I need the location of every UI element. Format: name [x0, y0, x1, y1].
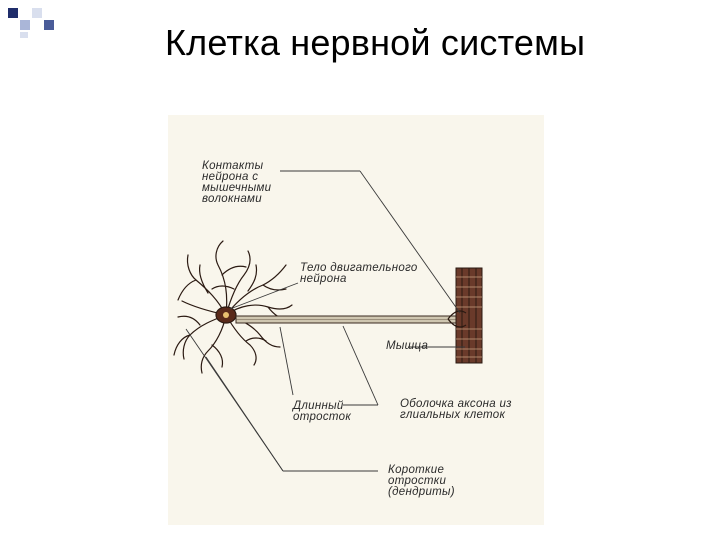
label-short-processes: Короткие отростки (дендриты) [388, 464, 455, 498]
label-long-process: Длинный отросток [293, 400, 352, 423]
axon [235, 315, 457, 324]
label-axon-sheath: Оболочка аксона из глиальных клеток [400, 398, 512, 421]
neuron-figure: Контакты нейрона с мышечными волокнами Т… [168, 115, 544, 525]
label-motor-neuron-body: Тело двигательного нейрона [300, 262, 418, 285]
cell-nucleus [223, 312, 229, 318]
corner-squares-decoration [8, 8, 54, 38]
dendrites [173, 240, 293, 374]
label-muscle: Мышца [386, 340, 429, 352]
slide-title: Клетка нервной системы [165, 22, 586, 63]
leader-lines [185, 170, 465, 472]
neuron-diagram [173, 170, 483, 472]
label-muscle-contacts: Контакты нейрона с мышечными волокнами [202, 160, 272, 205]
